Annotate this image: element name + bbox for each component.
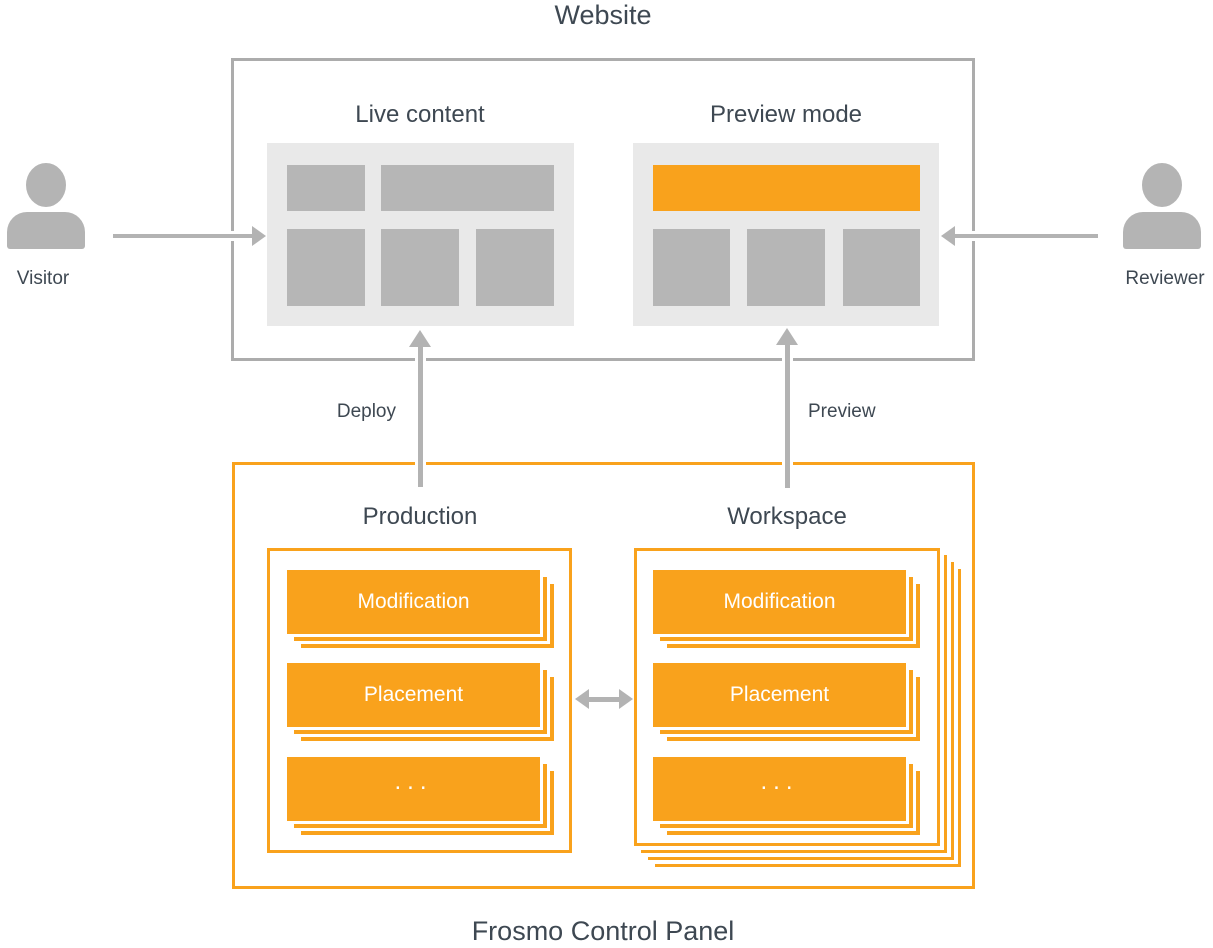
preview-mode-label: Preview mode — [709, 101, 863, 128]
workspace-placement-card: Placement — [653, 663, 906, 727]
workspace-modification-card: Modification — [653, 570, 906, 634]
production-label: Production — [362, 503, 478, 530]
person-body — [1123, 212, 1201, 249]
content-block — [287, 165, 365, 211]
production-placement-card: Placement — [287, 663, 540, 727]
content-block — [381, 229, 459, 306]
preview-arrow — [776, 328, 798, 488]
deploy-arrow — [409, 330, 431, 487]
arrow-left-head — [941, 226, 955, 246]
highlighted-content-block — [653, 165, 920, 211]
content-block — [476, 229, 554, 306]
person-head — [26, 163, 66, 207]
live-content-label: Live content — [355, 101, 485, 128]
visitor-person-icon — [6, 163, 86, 249]
arrow-up-head — [409, 330, 431, 347]
workspace-more-card: ... — [653, 757, 906, 821]
control-panel-title: Frosmo Control Panel — [471, 916, 735, 946]
production-box: Modification Placement ... — [267, 548, 572, 853]
arrow-right-head — [619, 689, 633, 709]
live-content-thumbnail — [267, 143, 574, 326]
reviewer-label: Reviewer — [1125, 268, 1205, 289]
content-block — [843, 229, 920, 306]
arrow-left-head — [575, 689, 589, 709]
person-head — [1142, 163, 1182, 207]
deploy-label: Deploy — [336, 401, 396, 422]
workspace-box: Modification Placement ... — [634, 548, 940, 846]
content-block — [653, 229, 730, 306]
reviewer-person-icon — [1122, 163, 1202, 249]
visitor-arrow — [113, 226, 266, 246]
workspace-label: Workspace — [727, 503, 847, 530]
preview-flow-label: Preview — [808, 401, 876, 422]
visitor-label: Visitor — [16, 268, 70, 289]
arrow-up-head — [776, 328, 798, 345]
sync-double-arrow — [575, 689, 633, 709]
website-title: Website — [554, 0, 652, 30]
person-body — [7, 212, 85, 249]
reviewer-arrow — [941, 226, 1098, 246]
content-block — [747, 229, 825, 306]
content-block — [287, 229, 365, 306]
preview-mode-thumbnail — [633, 143, 939, 326]
content-block — [381, 165, 554, 211]
arrow-right-head — [252, 226, 266, 246]
production-more-card: ... — [287, 757, 540, 821]
production-modification-card: Modification — [287, 570, 540, 634]
